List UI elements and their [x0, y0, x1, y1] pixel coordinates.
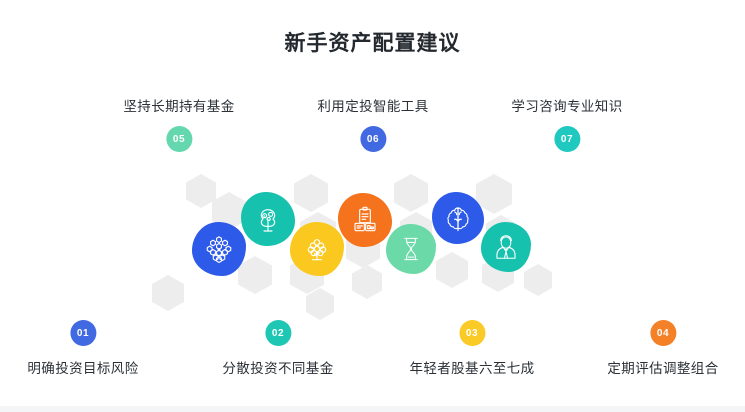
hexagon-decor	[152, 275, 184, 311]
step-label: 学习咨询专业知识	[511, 99, 623, 114]
hourglass-icon	[386, 224, 436, 274]
hexagon-decor	[294, 174, 328, 212]
step-number-badge: 02	[264, 320, 291, 346]
step-label: 定期评估调整组合	[607, 361, 719, 376]
hexagon-decor	[352, 265, 382, 299]
advisor-person-icon	[481, 222, 531, 272]
hexagon-decor	[394, 174, 428, 212]
molecule-network-icon	[192, 222, 246, 276]
step-number-badge: 03	[458, 320, 485, 346]
clipboard-report-icon	[338, 193, 392, 247]
hexagon-decor	[524, 264, 552, 296]
hexagon-decor	[306, 288, 334, 320]
step-item-03[interactable]: 03 年轻者股基六至七成	[409, 320, 534, 377]
step-label: 明确投资目标风险	[27, 361, 139, 376]
hexagon-decor	[436, 252, 468, 288]
step-number-badge: 06	[359, 126, 386, 152]
step-item-02[interactable]: 02 分散投资不同基金	[222, 320, 333, 377]
step-item-07[interactable]: 学习咨询专业知识 07	[511, 95, 622, 152]
step-number-badge: 04	[649, 320, 676, 346]
step-label: 利用定投智能工具	[317, 99, 429, 114]
svg-text:$: $	[264, 214, 266, 218]
step-item-01[interactable]: 01 明确投资目标风险	[27, 320, 138, 377]
step-item-05[interactable]: 坚持长期持有基金 05	[123, 95, 234, 152]
step-label: 分散投资不同基金	[222, 361, 334, 376]
step-number-badge: 07	[553, 126, 580, 152]
footer-divider	[0, 406, 745, 412]
tree-icon	[290, 222, 344, 276]
page-title: 新手资产配置建议	[284, 32, 461, 55]
hexagon-decor	[186, 174, 216, 208]
step-number-badge: 05	[165, 126, 192, 152]
step-label: 年轻者股基六至七成	[409, 361, 535, 376]
step-label: 坚持长期持有基金	[123, 99, 235, 114]
step-item-04[interactable]: 04 定期评估调整组合	[607, 320, 718, 377]
step-number-badge: 01	[69, 320, 96, 346]
step-item-06[interactable]: 利用定投智能工具 06	[317, 95, 428, 152]
brain-icon	[432, 192, 484, 244]
hexagon-decor	[238, 256, 272, 294]
money-tree-icon: $	[241, 192, 295, 246]
